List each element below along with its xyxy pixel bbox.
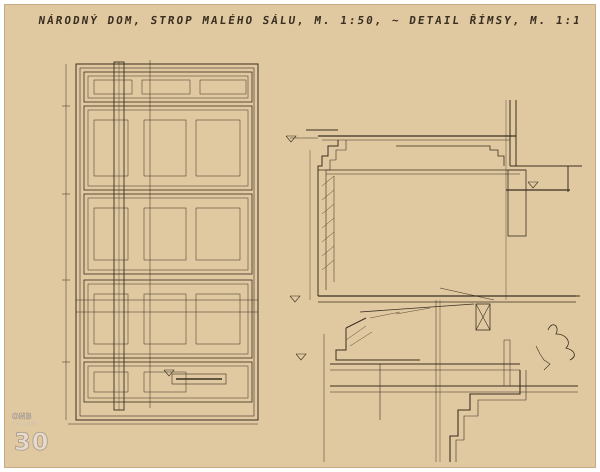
ceiling-plan <box>62 60 259 425</box>
archive-stamp: ONB CH 1890 30 <box>12 412 50 458</box>
cornice-section <box>290 100 582 303</box>
beam-strip <box>113 61 125 411</box>
level-markers <box>163 135 539 377</box>
panel-row-top <box>83 71 253 103</box>
panel-row-bottom <box>83 361 253 403</box>
stamp-number: 30 <box>14 428 50 457</box>
detail-marker <box>171 373 227 385</box>
panel-row-3 <box>83 279 253 359</box>
stamp-line-2: CH 1890 <box>12 421 38 428</box>
hatched-profile <box>321 175 431 347</box>
panel-row-2 <box>83 193 253 275</box>
cornice-detail <box>323 287 580 462</box>
dimension-axis <box>62 60 258 425</box>
drawing-sheet: NÁRODNÝ DOM, STROP MALÉHO SÁLU, M. 1:50,… <box>4 4 596 468</box>
panel-row-1 <box>83 105 253 191</box>
stamp-line-1: ONB <box>12 412 32 422</box>
